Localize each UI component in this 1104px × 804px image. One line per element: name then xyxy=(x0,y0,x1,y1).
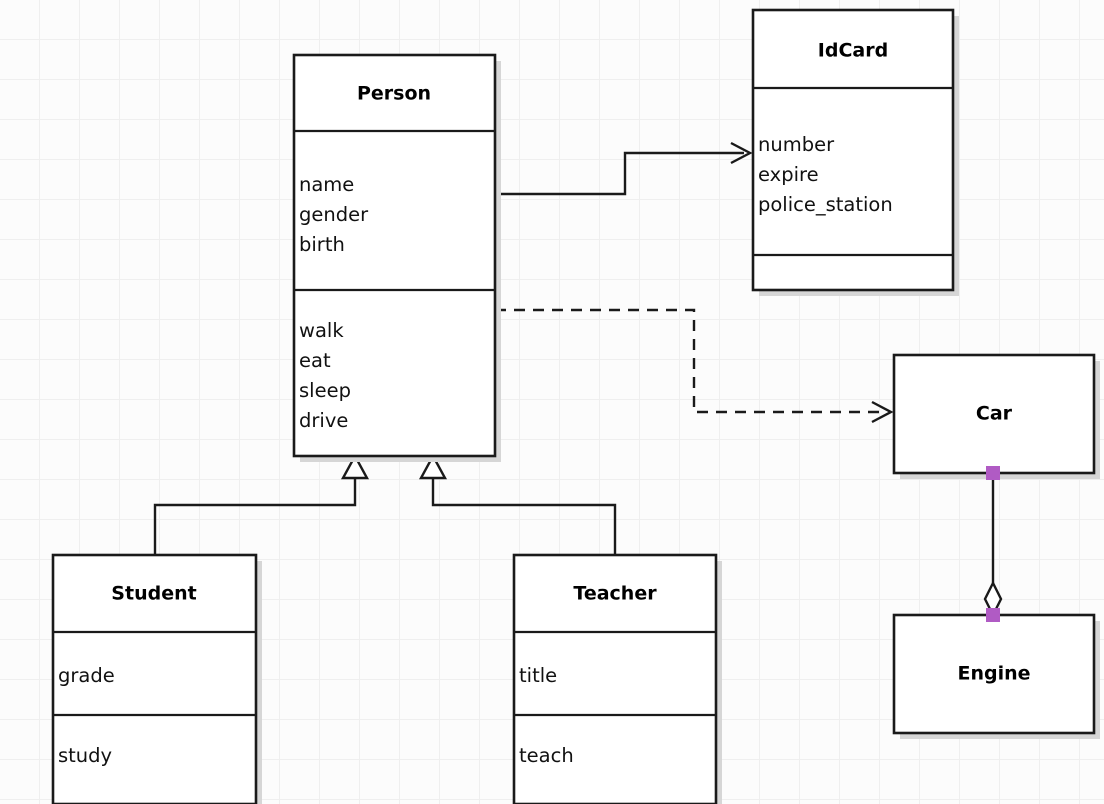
attribute-label: name xyxy=(299,173,354,196)
association-person-idcard[interactable] xyxy=(495,141,753,196)
dependency-line[interactable] xyxy=(495,308,885,414)
class-frame[interactable] xyxy=(751,8,955,292)
operation-label: sleep xyxy=(299,379,351,402)
class-name-label: IdCard xyxy=(818,40,888,62)
attribute-label: gender xyxy=(299,203,369,226)
class-person[interactable]: Person name gender birth walk eat sleep … xyxy=(292,53,501,462)
operation-label: walk xyxy=(299,319,344,342)
attribute-label: number xyxy=(758,133,835,156)
class-frame[interactable] xyxy=(512,553,718,804)
generalization-student-person[interactable] xyxy=(153,453,370,557)
operation-label: teach xyxy=(519,744,574,767)
class-name-label: Engine xyxy=(957,663,1030,685)
open-arrowhead-icon xyxy=(871,400,894,424)
attribute-label: birth xyxy=(299,233,345,256)
class-frame[interactable] xyxy=(892,353,1096,475)
generalization-teacher-person[interactable] xyxy=(418,453,617,557)
dependency-person-car[interactable] xyxy=(495,308,894,424)
attribute-label: title xyxy=(519,664,557,687)
hollow-triangle-icon xyxy=(340,453,370,480)
class-name-label: Person xyxy=(357,83,431,105)
class-name-label: Car xyxy=(976,403,1013,425)
class-teacher[interactable]: Teacher title teach xyxy=(512,553,722,804)
generalization-line[interactable] xyxy=(153,477,357,557)
operation-label: study xyxy=(58,744,112,767)
class-idcard[interactable]: IdCard number expire police_station xyxy=(751,8,959,296)
attribute-label: grade xyxy=(58,664,115,687)
association-line[interactable] xyxy=(495,151,744,196)
class-engine[interactable]: Engine xyxy=(892,613,1100,739)
aggregation-car-engine[interactable] xyxy=(983,473,1003,618)
operation-label: eat xyxy=(299,349,331,372)
connection-handle-car[interactable] xyxy=(986,466,1000,480)
attribute-label: police_station xyxy=(758,193,893,216)
class-name-label: Teacher xyxy=(573,583,657,605)
class-frame[interactable] xyxy=(51,553,258,804)
class-name-label: Student xyxy=(111,583,196,605)
class-car[interactable]: Car xyxy=(892,353,1100,479)
connection-handle-engine[interactable] xyxy=(986,608,1000,622)
class-frame[interactable] xyxy=(892,613,1096,735)
operation-label: drive xyxy=(299,409,348,432)
hollow-triangle-icon xyxy=(418,453,448,480)
class-frame[interactable] xyxy=(292,53,497,458)
attribute-label: expire xyxy=(758,163,819,186)
open-arrowhead-icon xyxy=(730,141,753,165)
generalization-line[interactable] xyxy=(431,477,617,557)
class-student[interactable]: Student grade study xyxy=(51,553,262,804)
